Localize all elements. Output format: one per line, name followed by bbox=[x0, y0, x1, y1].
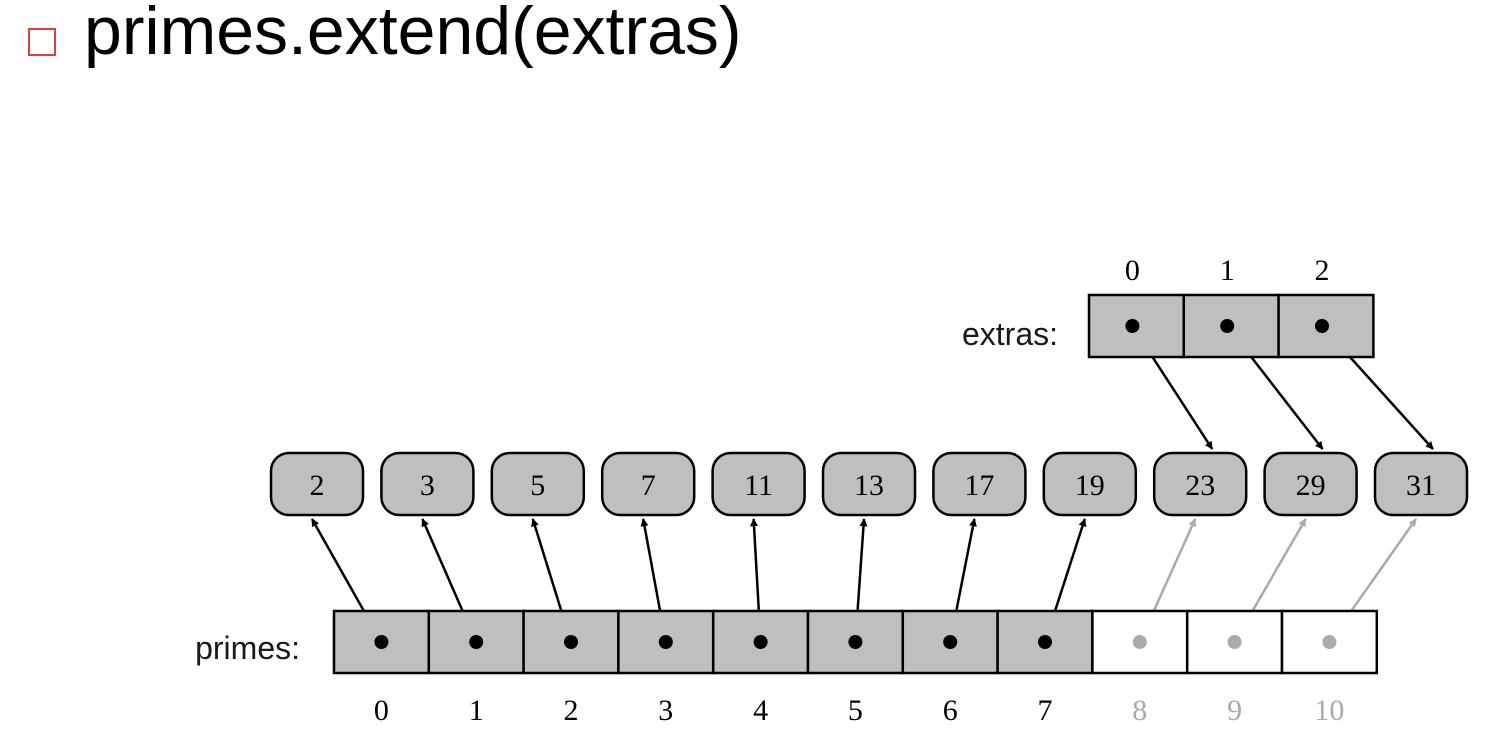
primes-index-label: 0 bbox=[374, 694, 389, 727]
value-label: 5 bbox=[530, 469, 545, 502]
slide-title: primes.extend(extras) bbox=[84, 0, 742, 69]
value-box bbox=[269, 451, 365, 517]
value-label: 3 bbox=[420, 469, 435, 502]
value-label: 31 bbox=[1406, 469, 1436, 502]
primes-index-label: 8 bbox=[1132, 694, 1147, 727]
reference-dot bbox=[658, 635, 673, 649]
reference-dot bbox=[469, 635, 484, 649]
value-label: 17 bbox=[964, 469, 994, 502]
value-label: 11 bbox=[744, 469, 773, 502]
reference-dot bbox=[1322, 635, 1337, 649]
primes-cell bbox=[522, 609, 620, 675]
value-label: 13 bbox=[854, 469, 884, 502]
value-box bbox=[1373, 451, 1469, 517]
value-box bbox=[821, 451, 917, 517]
hollow-square-bullet-icon bbox=[28, 28, 56, 56]
reference-dot bbox=[1038, 635, 1052, 649]
value-box bbox=[711, 451, 806, 517]
value-box bbox=[1263, 451, 1358, 517]
primes-index-label: 4 bbox=[753, 694, 768, 727]
extras-index-label: 0 bbox=[1125, 254, 1140, 287]
extras-label: extras: bbox=[962, 316, 1058, 352]
value-label: 23 bbox=[1185, 469, 1215, 502]
value-box bbox=[932, 451, 1027, 517]
primes-cell bbox=[1185, 609, 1284, 675]
extras-index-label: 2 bbox=[1315, 254, 1330, 287]
primes-label: primes: bbox=[195, 630, 300, 666]
reference-dot bbox=[1227, 635, 1242, 649]
primes-index-label: 3 bbox=[658, 694, 673, 727]
value-box bbox=[380, 451, 475, 517]
value-label: 29 bbox=[1296, 469, 1326, 502]
primes-index-label: 10 bbox=[1314, 694, 1344, 727]
reference-dot bbox=[1125, 319, 1140, 333]
extras-cell bbox=[1087, 293, 1186, 359]
extras-index-label: 1 bbox=[1220, 254, 1235, 287]
value-label: 7 bbox=[641, 469, 656, 502]
value-box bbox=[1152, 451, 1248, 517]
primes-index-label: 1 bbox=[469, 694, 484, 727]
reference-dot bbox=[753, 635, 768, 649]
reference-dot bbox=[1220, 319, 1235, 333]
value-box bbox=[600, 451, 696, 517]
primes-index-label: 9 bbox=[1227, 694, 1242, 727]
reference-dot bbox=[1315, 319, 1329, 333]
value-box bbox=[490, 451, 586, 517]
value-label: 19 bbox=[1075, 469, 1105, 502]
value-label: 2 bbox=[310, 469, 325, 502]
reference-dot bbox=[848, 635, 863, 649]
value-box bbox=[1042, 451, 1138, 517]
reference-dot bbox=[374, 635, 389, 649]
reference-dot bbox=[943, 635, 958, 649]
reference-dot bbox=[564, 635, 578, 649]
primes-index-label: 5 bbox=[848, 694, 863, 727]
primes-index-label: 6 bbox=[943, 694, 958, 727]
primes-index-label: 2 bbox=[564, 694, 579, 727]
primes-index-label: 7 bbox=[1038, 694, 1053, 727]
reference-dot bbox=[1132, 635, 1147, 649]
